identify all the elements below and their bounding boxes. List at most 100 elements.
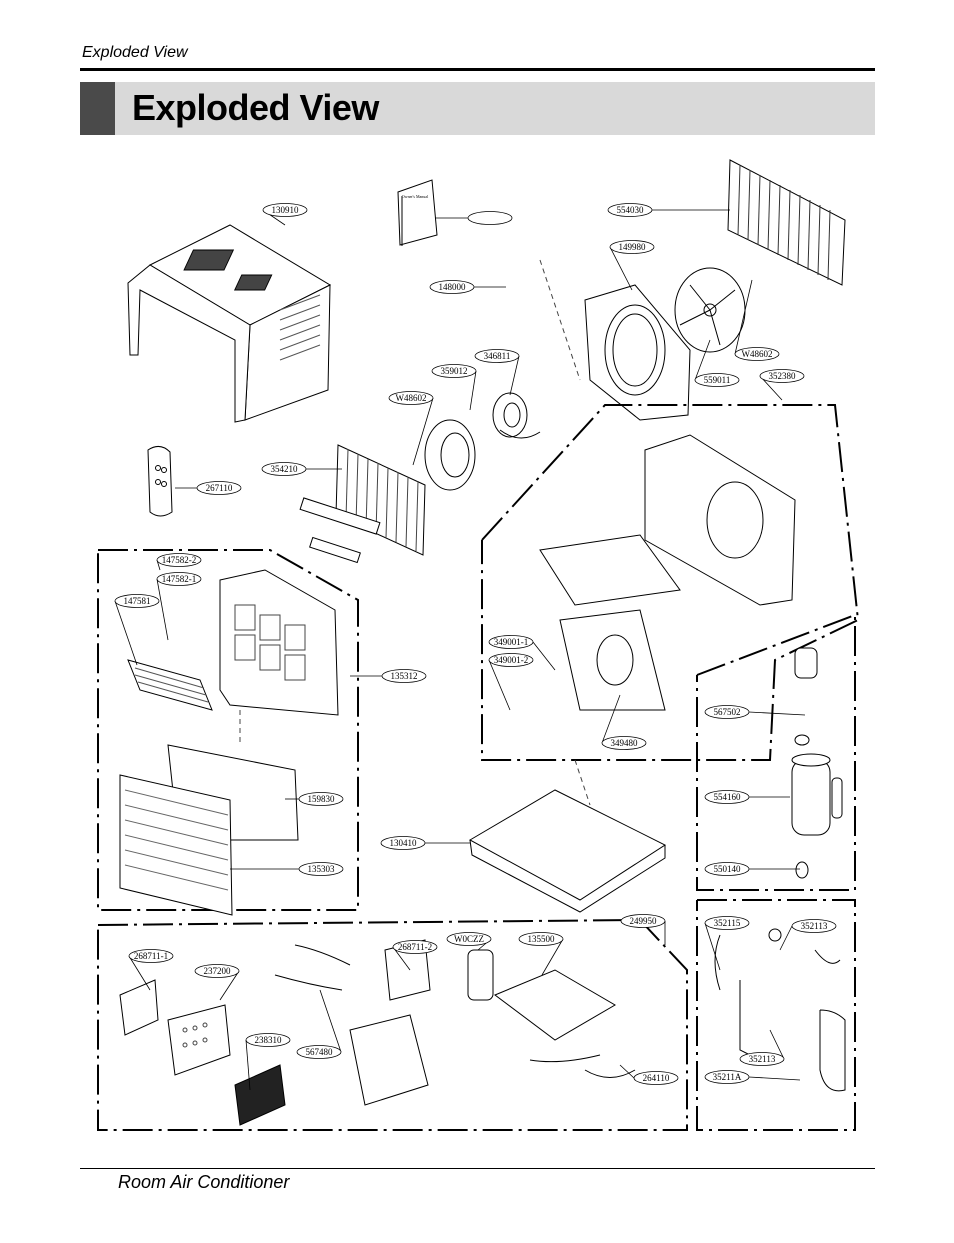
callout-bubble <box>704 1070 750 1084</box>
part-callout: 268711-1 <box>128 949 174 991</box>
callout-bubble <box>298 792 344 806</box>
part-callout: 559011 <box>694 339 740 387</box>
part-number-label: 147582-1 <box>162 574 197 584</box>
callout-bubble <box>381 669 427 683</box>
part-number-label: 130410 <box>390 838 418 848</box>
part-callout: 349001-2 <box>488 653 534 711</box>
callout-leader-line <box>488 659 511 711</box>
callout-leader-line <box>601 694 621 744</box>
callout-bubble <box>261 462 307 476</box>
part-number-label: 359012 <box>441 366 468 376</box>
callout-bubble <box>739 1052 785 1066</box>
callout-bubble <box>791 919 837 933</box>
part-number-label: 352115 <box>714 918 741 928</box>
callout-leader-line <box>769 1029 785 1060</box>
title-accent-block <box>80 82 115 135</box>
callout-bubble <box>196 481 242 495</box>
part-number-label: 147581 <box>124 596 151 606</box>
part-number-label: 135312 <box>391 671 418 681</box>
callout-bubble <box>194 964 240 978</box>
cabinet-drawing <box>127 224 332 423</box>
part-number-label: 249950 <box>630 916 658 926</box>
evaporator-drawing <box>299 444 426 564</box>
part-callout: W48602 <box>734 279 780 361</box>
part-callout: 352380 <box>759 369 805 401</box>
control-box-group <box>97 918 688 1131</box>
base-pan-drawing <box>468 789 667 913</box>
callout-bubble <box>388 391 434 405</box>
part-number-label: 238310 <box>255 1035 283 1045</box>
part-callout: 349001-1 <box>488 635 556 671</box>
callout-bubble <box>298 862 344 876</box>
part-number-label: 349001-2 <box>494 655 529 665</box>
callout-bubble <box>488 653 534 667</box>
part-callout: 135500 <box>518 932 564 976</box>
header-rule <box>80 68 875 71</box>
callout-leader-line <box>219 970 240 1001</box>
callout-leader-line <box>532 641 556 671</box>
callout-bubble <box>114 594 160 608</box>
callout-leader-line <box>319 989 342 1053</box>
title-bar: Exploded View <box>80 82 875 135</box>
callout-bubble <box>156 553 202 567</box>
callout-bubble <box>392 940 438 954</box>
part-number-label: 550140 <box>714 864 742 874</box>
fan-motor-drawing <box>492 392 541 439</box>
callout-bubble <box>694 373 740 387</box>
part-number-label: W48602 <box>396 393 427 403</box>
part-callout: 268711-2 <box>392 940 438 971</box>
part-number-label: 352113 <box>801 921 828 931</box>
manual-cover-text: Owner's Manual <box>402 194 429 199</box>
callout-bubble <box>128 949 174 963</box>
part-number-label: 135500 <box>528 934 556 944</box>
callout-leader-line <box>392 946 411 971</box>
part-callout: 35211A <box>704 1070 801 1084</box>
part-callout: 267110 <box>175 481 242 495</box>
part-number-label: 147582-2 <box>162 555 197 565</box>
part-callout: W48602 <box>388 391 434 466</box>
part-callout: 567480 <box>296 989 342 1059</box>
part-callout: 349480 <box>601 694 647 750</box>
tubing-group <box>696 899 856 1131</box>
part-number-label: 354210 <box>271 464 299 474</box>
callout-bubble <box>601 736 647 750</box>
callout-leader-line <box>609 246 633 291</box>
callout-leader-line <box>694 339 711 381</box>
part-number-label: 554030 <box>617 205 645 215</box>
part-callout: 130910 <box>262 203 308 226</box>
part-callout: 159830 <box>285 792 344 806</box>
part-number-label: 149980 <box>619 242 647 252</box>
part-number-label: W48602 <box>742 349 773 359</box>
part-number-label: 237200 <box>204 966 232 976</box>
callout-bubble <box>488 635 534 649</box>
callout-bubble <box>633 1071 679 1085</box>
part-number-label: 567480 <box>306 1047 334 1057</box>
remote-control-drawing <box>147 446 173 517</box>
part-number-label: 130910 <box>272 205 300 215</box>
part-number-label: 35211A <box>713 1072 742 1082</box>
part-number-label: 268711-1 <box>134 951 168 961</box>
shroud-drawing <box>584 284 691 421</box>
part-callout: 147582-1 <box>156 572 202 641</box>
callout-bubble <box>620 914 666 928</box>
part-callout: 237200 <box>194 964 240 1001</box>
callout-bubble <box>380 836 426 850</box>
callout-leader-line <box>156 578 169 641</box>
part-number-label: 554160 <box>714 792 742 802</box>
front-grille-group <box>97 549 359 916</box>
callout-bubble <box>429 280 475 294</box>
part-number-label: 346811 <box>484 351 511 361</box>
part-callout: 148000 <box>429 280 506 294</box>
part-callout: 359012 <box>431 364 477 411</box>
leader-dashes <box>239 259 591 806</box>
callout-bubble <box>704 705 750 719</box>
part-number-label: W0CZZ <box>454 934 484 944</box>
part-callout: 135312 <box>350 669 427 683</box>
part-number-label: 268711-2 <box>398 942 432 952</box>
blower-wheel-drawing <box>424 419 476 491</box>
callout-leader-line <box>748 1076 801 1081</box>
part-callout: 238310 <box>245 1033 291 1091</box>
part-callout <box>435 211 513 225</box>
callout-leader-line <box>469 370 477 411</box>
callout-leader-line <box>779 925 793 951</box>
